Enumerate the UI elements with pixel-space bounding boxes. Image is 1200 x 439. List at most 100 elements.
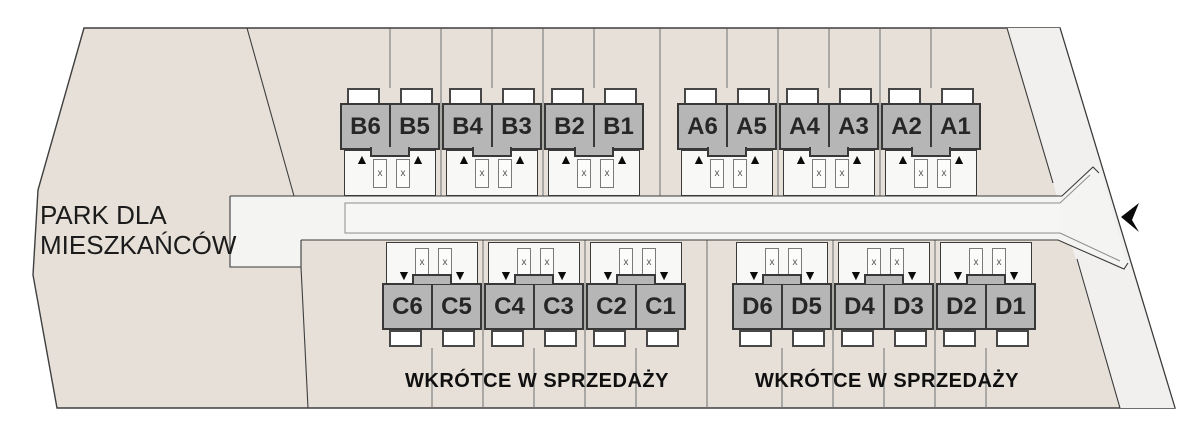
unit-a3[interactable]: A3	[828, 105, 877, 148]
entrance-marker-icon: ▼	[803, 267, 817, 283]
building: C2 C1	[586, 283, 686, 330]
roof-dormer	[841, 330, 874, 347]
unit-c4[interactable]: C4	[494, 292, 525, 320]
roadway-edges	[344, 174, 1121, 262]
roof-dormer	[491, 330, 524, 347]
block-a2-a1: ▲ ▲ x x A2 A1	[881, 88, 981, 196]
unit-d3[interactable]: D3	[883, 285, 932, 328]
unit-c5[interactable]: C5	[431, 285, 480, 328]
roof-dormer	[442, 330, 475, 347]
unit-b5[interactable]: B5	[389, 105, 438, 148]
building: B6 B5	[340, 103, 440, 150]
parking-space: x	[937, 159, 951, 188]
unit-a2[interactable]: A2	[891, 112, 922, 140]
building: D2 D1	[936, 283, 1036, 330]
unit-a6[interactable]: A6	[687, 112, 718, 140]
entrance-marker-icon: ▼	[951, 267, 965, 283]
front-yard: ▲ ▲ x x	[446, 150, 538, 196]
building: C4 C3	[484, 283, 584, 330]
unit-d5[interactable]: D5	[781, 285, 830, 328]
entrance-marker-icon: ▲	[513, 151, 527, 167]
building: C6 C5	[382, 283, 482, 330]
parking-space: x	[642, 248, 656, 277]
block-c6-c5: ▼ ▼ x x C6 C5	[382, 240, 482, 348]
parking-space: x	[540, 248, 554, 277]
roof-dormer	[996, 330, 1029, 347]
front-yard: ▼ ▼ x x	[488, 242, 580, 284]
parking-space: x	[710, 159, 724, 188]
unit-b3[interactable]: B3	[491, 105, 540, 148]
entrance-step	[966, 274, 1006, 284]
front-yard: ▲ ▲ x x	[681, 150, 773, 196]
building: A4 A3	[779, 103, 879, 150]
unit-b1[interactable]: B1	[593, 105, 642, 148]
entrance-marker-icon: ▼	[905, 267, 919, 283]
unit-c1[interactable]: C1	[635, 285, 684, 328]
unit-a5[interactable]: A5	[726, 105, 775, 148]
unit-c3[interactable]: C3	[533, 285, 582, 328]
building: A6 A5	[677, 103, 777, 150]
entrance-step	[809, 147, 849, 157]
roof-dormer	[544, 330, 577, 347]
roof-dormer	[894, 330, 927, 347]
roof-dormer	[739, 330, 772, 347]
entrance-step	[762, 274, 802, 284]
block-c4-c3: ▼ ▼ x x C4 C3	[484, 240, 584, 348]
block-d2-d1: ▼ ▼ x x D2 D1	[936, 240, 1036, 348]
entrance-step	[911, 147, 951, 157]
roof-dormer	[646, 330, 679, 347]
entrance-marker-icon: ▲	[355, 151, 369, 167]
entrance-marker-icon: ▲	[559, 151, 573, 167]
parking-space: x	[517, 248, 531, 277]
unit-d1[interactable]: D1	[985, 285, 1034, 328]
entrance-marker-icon: ▲	[615, 151, 629, 167]
unit-d4[interactable]: D4	[844, 292, 875, 320]
block-d6-d5: ▼ ▼ x x D6 D5	[732, 240, 832, 348]
park-boundary	[246, 27, 309, 409]
entrance-marker-icon: ▲	[952, 151, 966, 167]
parking-space: x	[619, 248, 633, 277]
parking-space: x	[835, 159, 849, 188]
building: D6 D5	[732, 283, 832, 330]
parking-space: x	[890, 248, 904, 277]
unit-c6[interactable]: C6	[392, 292, 423, 320]
entrance-step	[864, 274, 904, 284]
coming-soon-label-left: WKRÓTCE W SPRZEDAŻY	[405, 370, 669, 392]
parking-space: x	[577, 159, 591, 188]
unit-a4[interactable]: A4	[789, 112, 820, 140]
roof-dormer	[593, 330, 626, 347]
unit-a1[interactable]: A1	[930, 105, 979, 148]
entrance-step	[574, 147, 614, 157]
entrance-marker-icon: ▲	[850, 151, 864, 167]
unit-b4[interactable]: B4	[452, 112, 483, 140]
entrance-marker-icon: ▼	[747, 267, 761, 283]
plot-lines	[389, 28, 987, 408]
parking-space: x	[600, 159, 614, 188]
entrance-step	[412, 274, 452, 284]
unit-d2[interactable]: D2	[946, 292, 977, 320]
block-c2-c1: ▼ ▼ x x C2 C1	[586, 240, 686, 348]
unit-b6[interactable]: B6	[350, 112, 381, 140]
parking-space: x	[733, 159, 747, 188]
block-b2-b1: ▲ ▲ x x B2 B1	[544, 88, 644, 196]
park-label-line1: PARK DLA	[40, 200, 167, 230]
entrance-marker-icon: ▲	[411, 151, 425, 167]
front-yard: ▲ ▲ x x	[344, 150, 436, 196]
block-b4-b3: ▲ ▲ x x B4 B3	[442, 88, 542, 196]
parking-space: x	[396, 159, 410, 188]
block-a4-a3: ▲ ▲ x x A4 A3	[779, 88, 879, 196]
roof-dormer	[389, 330, 422, 347]
parking-space: x	[498, 159, 512, 188]
unit-d6[interactable]: D6	[742, 292, 773, 320]
entrance-arrow-icon	[1121, 203, 1139, 232]
parking-space: x	[438, 248, 452, 277]
unit-c2[interactable]: C2	[596, 292, 627, 320]
parking-space: x	[812, 159, 826, 188]
parking-space: x	[765, 248, 779, 277]
parking-space: x	[969, 248, 983, 277]
entrance-marker-icon: ▲	[457, 151, 471, 167]
front-yard: ▼ ▼ x x	[386, 242, 478, 284]
unit-b2[interactable]: B2	[554, 112, 585, 140]
coming-soon-label-right: WKRÓTCE W SPRZEDAŻY	[755, 370, 1019, 392]
entrance-step	[514, 274, 554, 284]
